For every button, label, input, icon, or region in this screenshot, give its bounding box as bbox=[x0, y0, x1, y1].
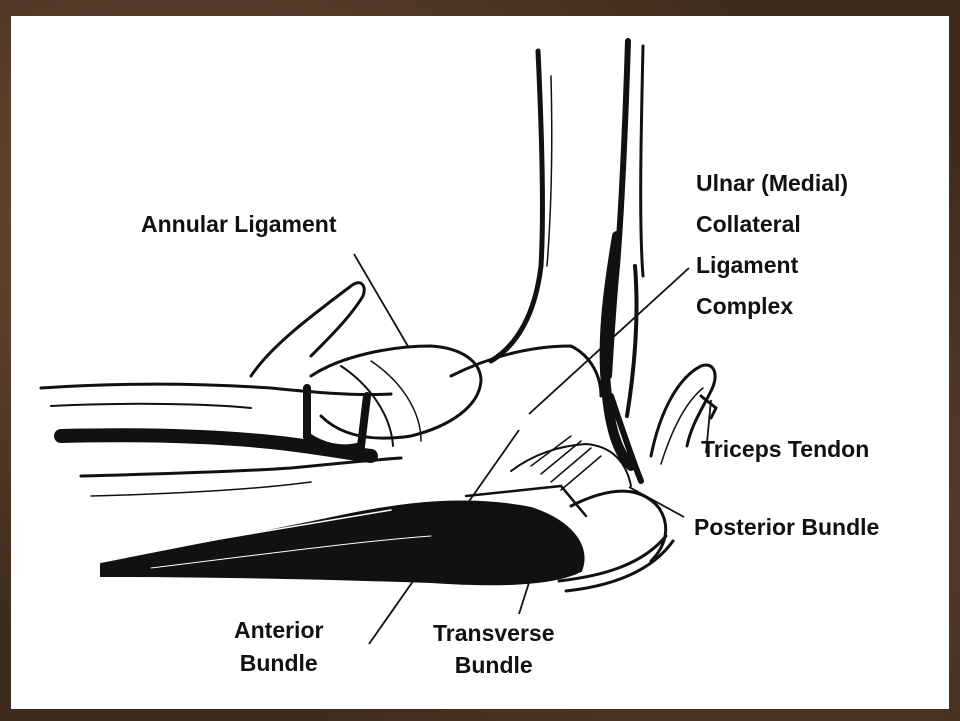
annular-ligament-drawing bbox=[251, 283, 481, 449]
label-ucl-line-1: Ulnar (Medial) bbox=[696, 163, 848, 204]
label-ucl-complex: Ulnar (Medial) Collateral Ligament Compl… bbox=[696, 163, 848, 327]
label-triceps-tendon: Triceps Tendon bbox=[701, 435, 869, 463]
label-posterior-bundle: Posterior Bundle bbox=[694, 513, 879, 541]
label-transverse-bundle: Transverse Bundle bbox=[433, 617, 554, 681]
label-transverse-line-2: Bundle bbox=[433, 649, 554, 681]
label-ucl-line-4: Complex bbox=[696, 286, 848, 327]
label-transverse-line-1: Transverse bbox=[433, 617, 554, 649]
diagram-canvas: Annular Ligament Ulnar (Medial) Collater… bbox=[11, 16, 949, 709]
leader-annular-ligament bbox=[354, 254, 409, 348]
label-anterior-line-2: Bundle bbox=[234, 647, 323, 680]
label-ucl-line-3: Ligament bbox=[696, 245, 848, 286]
label-ucl-line-2: Collateral bbox=[696, 204, 848, 245]
leader-posterior-bundle bbox=[629, 487, 684, 517]
forearm-drawing bbox=[41, 384, 584, 584]
label-anterior-line-1: Anterior bbox=[234, 614, 323, 647]
elbow-ligament-illustration bbox=[11, 16, 949, 709]
humerus-drawing bbox=[491, 41, 643, 466]
label-annular-ligament: Annular Ligament bbox=[141, 210, 337, 238]
label-anterior-bundle: Anterior Bundle bbox=[234, 614, 323, 680]
